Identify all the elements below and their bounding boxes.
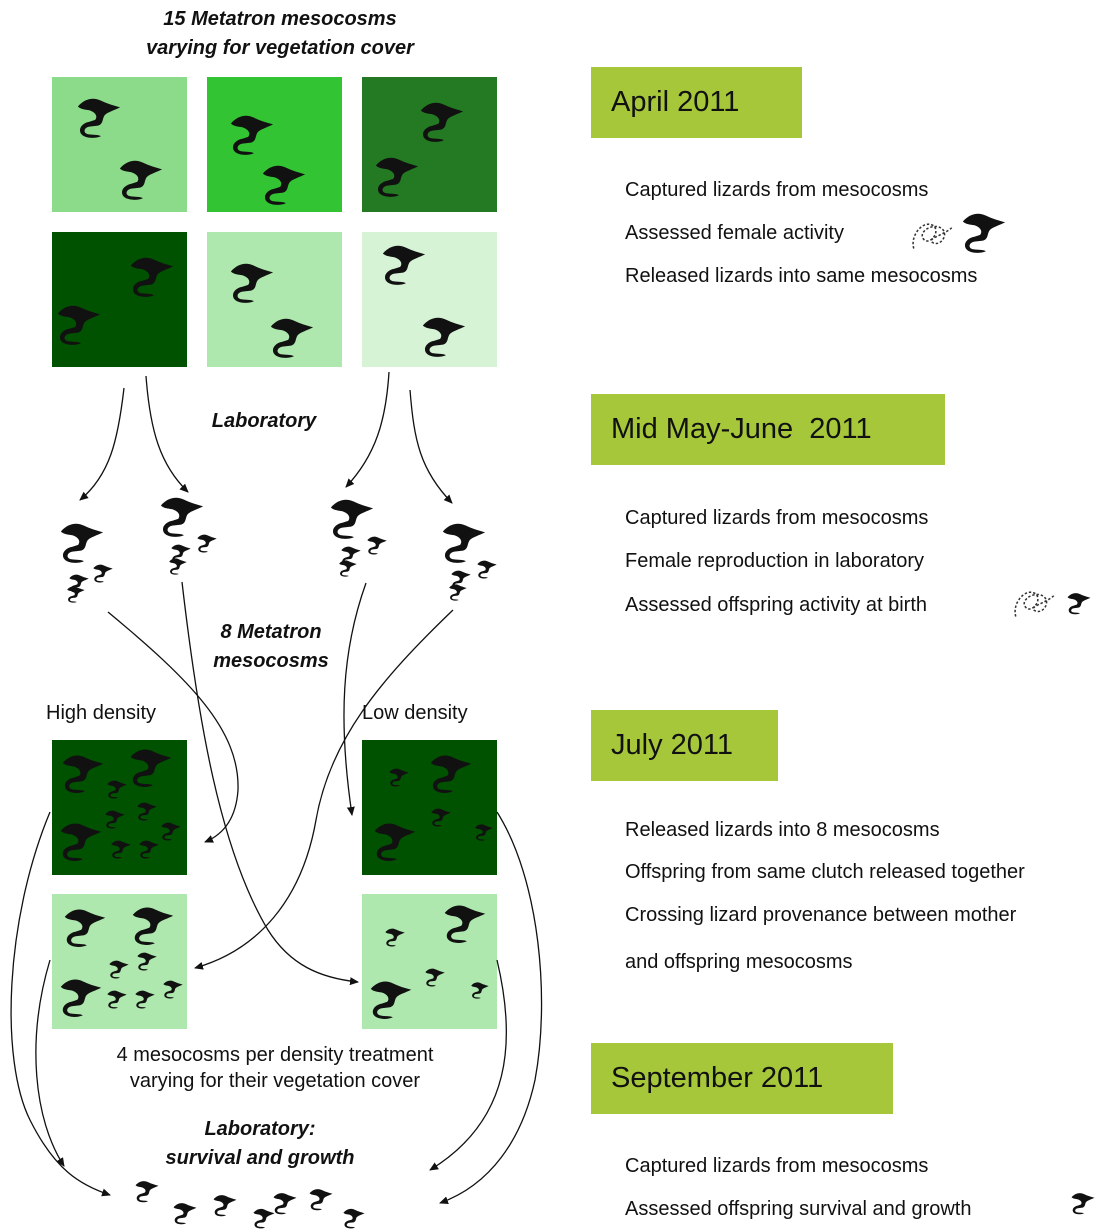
juvenile-lizard-icon — [449, 584, 467, 601]
activity-trail-icon — [1014, 591, 1055, 618]
lizard-icon — [160, 497, 204, 537]
final-juveniles — [135, 1181, 365, 1229]
juvenile-lizard-icon — [477, 560, 497, 579]
timeline-step: and offspring mesocosms — [625, 951, 853, 973]
timeline-step: Assessed female activity — [625, 222, 844, 244]
arrow-icon — [35, 959, 65, 1167]
timeline-step: Crossing lizard provenance between mothe… — [625, 904, 1017, 926]
activity-trail-icon — [912, 223, 953, 250]
date-label: Mid May-June 2011 — [611, 413, 872, 445]
date-label: July 2011 — [611, 729, 733, 761]
timeline-step: Captured lizards from mesocosms — [625, 179, 929, 201]
note-line-2: varying for their vegetation cover — [129, 1070, 421, 1092]
juvenile-lizard-icon — [309, 1189, 333, 1211]
lizard-icon — [442, 523, 486, 563]
arrows-to-final-lab — [10, 811, 543, 1205]
title-line-1: 8 Metatron — [220, 621, 322, 643]
arrow-icon — [343, 582, 367, 816]
juvenile-lizard-icon — [173, 1203, 197, 1225]
mesocosm-grid-density — [52, 740, 497, 1029]
title-line-2: survival and growth — [165, 1147, 355, 1169]
arrow-icon — [439, 811, 543, 1205]
timeline-step: Female reproduction in laboratory — [625, 550, 925, 572]
title-line-1: 15 Metatron mesocosms — [163, 8, 397, 30]
timeline-step: Assessed offspring survival and growth — [625, 1198, 972, 1220]
arrow-icon — [194, 609, 454, 970]
juvenile-lizard-icon — [273, 1193, 297, 1215]
initial-mesocosms-title: 15 Metatron mesocosms varying for vegeta… — [80, 5, 480, 63]
arrow-icon — [145, 375, 189, 493]
arrow-icon — [107, 611, 239, 843]
low-density-label: Low density — [362, 702, 468, 724]
timeline-step: Captured lizards from mesocosms — [625, 507, 929, 529]
low-density-mesocosm — [362, 740, 497, 875]
timeline-step: Assessed offspring activity at birth — [625, 594, 927, 616]
mesocosm-plot — [52, 232, 187, 367]
final-laboratory-title: Laboratory: survival and growth — [130, 1115, 390, 1173]
lizard-icon — [60, 523, 104, 563]
title-line-1: Laboratory: — [204, 1118, 316, 1140]
arrow-icon — [10, 811, 111, 1197]
juvenile-lizard-icon — [93, 564, 113, 583]
mesocosm-grid-initial — [52, 77, 497, 367]
juvenile-lizard-icon — [339, 560, 357, 577]
crossing-arrows — [107, 581, 454, 986]
date-box-july: July 2011 — [591, 710, 778, 781]
lizard-icon — [330, 499, 374, 539]
arrows-to-laboratory — [79, 371, 453, 504]
juvenile-lizard-icon — [213, 1195, 237, 1217]
title-line-2: mesocosms — [213, 650, 329, 672]
timeline-step: Offspring from same clutch released toge… — [625, 861, 1025, 883]
title-line-2: varying for vegetation cover — [146, 37, 414, 59]
juvenile-lizard-icon — [367, 536, 387, 555]
arrow-icon — [429, 959, 508, 1171]
arrow-icon — [79, 387, 125, 501]
juvenile-lizard-icon — [197, 534, 217, 553]
date-label: April 2011 — [611, 86, 740, 118]
timeline-step: Captured lizards from mesocosms — [625, 1155, 929, 1177]
laboratory-label: Laboratory — [211, 410, 317, 432]
juvenile-lizard-icon — [1067, 593, 1091, 615]
juvenile-lizard-icon — [253, 1208, 275, 1229]
timeline-step: Released lizards into same mesocosms — [625, 265, 978, 287]
timeline-step: Released lizards into 8 mesocosms — [625, 819, 940, 841]
arrow-icon — [345, 371, 390, 488]
juvenile-lizard-icon — [169, 558, 187, 575]
mesocosm-plot — [52, 77, 187, 212]
arrow-icon — [409, 389, 453, 504]
juvenile-lizard-icon — [135, 1181, 159, 1203]
high-density-label: High density — [46, 702, 157, 724]
date-box-september: September 2011 — [591, 1043, 893, 1114]
laboratory-clutches — [60, 497, 497, 603]
mesocosm-plot — [362, 77, 497, 212]
timeline-pictograms — [912, 213, 1095, 1215]
note-line-1: 4 mesocosms per density treatment — [116, 1044, 434, 1066]
arrow-icon — [181, 581, 359, 986]
date-box-april: April 2011 — [591, 67, 802, 138]
lizard-icon — [962, 213, 1006, 253]
treatment-note: 4 mesocosms per density treatment varyin… — [60, 1042, 490, 1094]
eight-mesocosms-title: 8 Metatron mesocosms — [196, 618, 346, 676]
juvenile-lizard-icon — [1071, 1193, 1095, 1215]
juvenile-lizard-icon — [67, 586, 85, 603]
juvenile-lizard-icon — [343, 1208, 365, 1229]
date-label: September 2011 — [611, 1062, 824, 1094]
mesocosm-plot — [207, 232, 342, 367]
date-box-may-june: Mid May-June 2011 — [591, 394, 945, 465]
